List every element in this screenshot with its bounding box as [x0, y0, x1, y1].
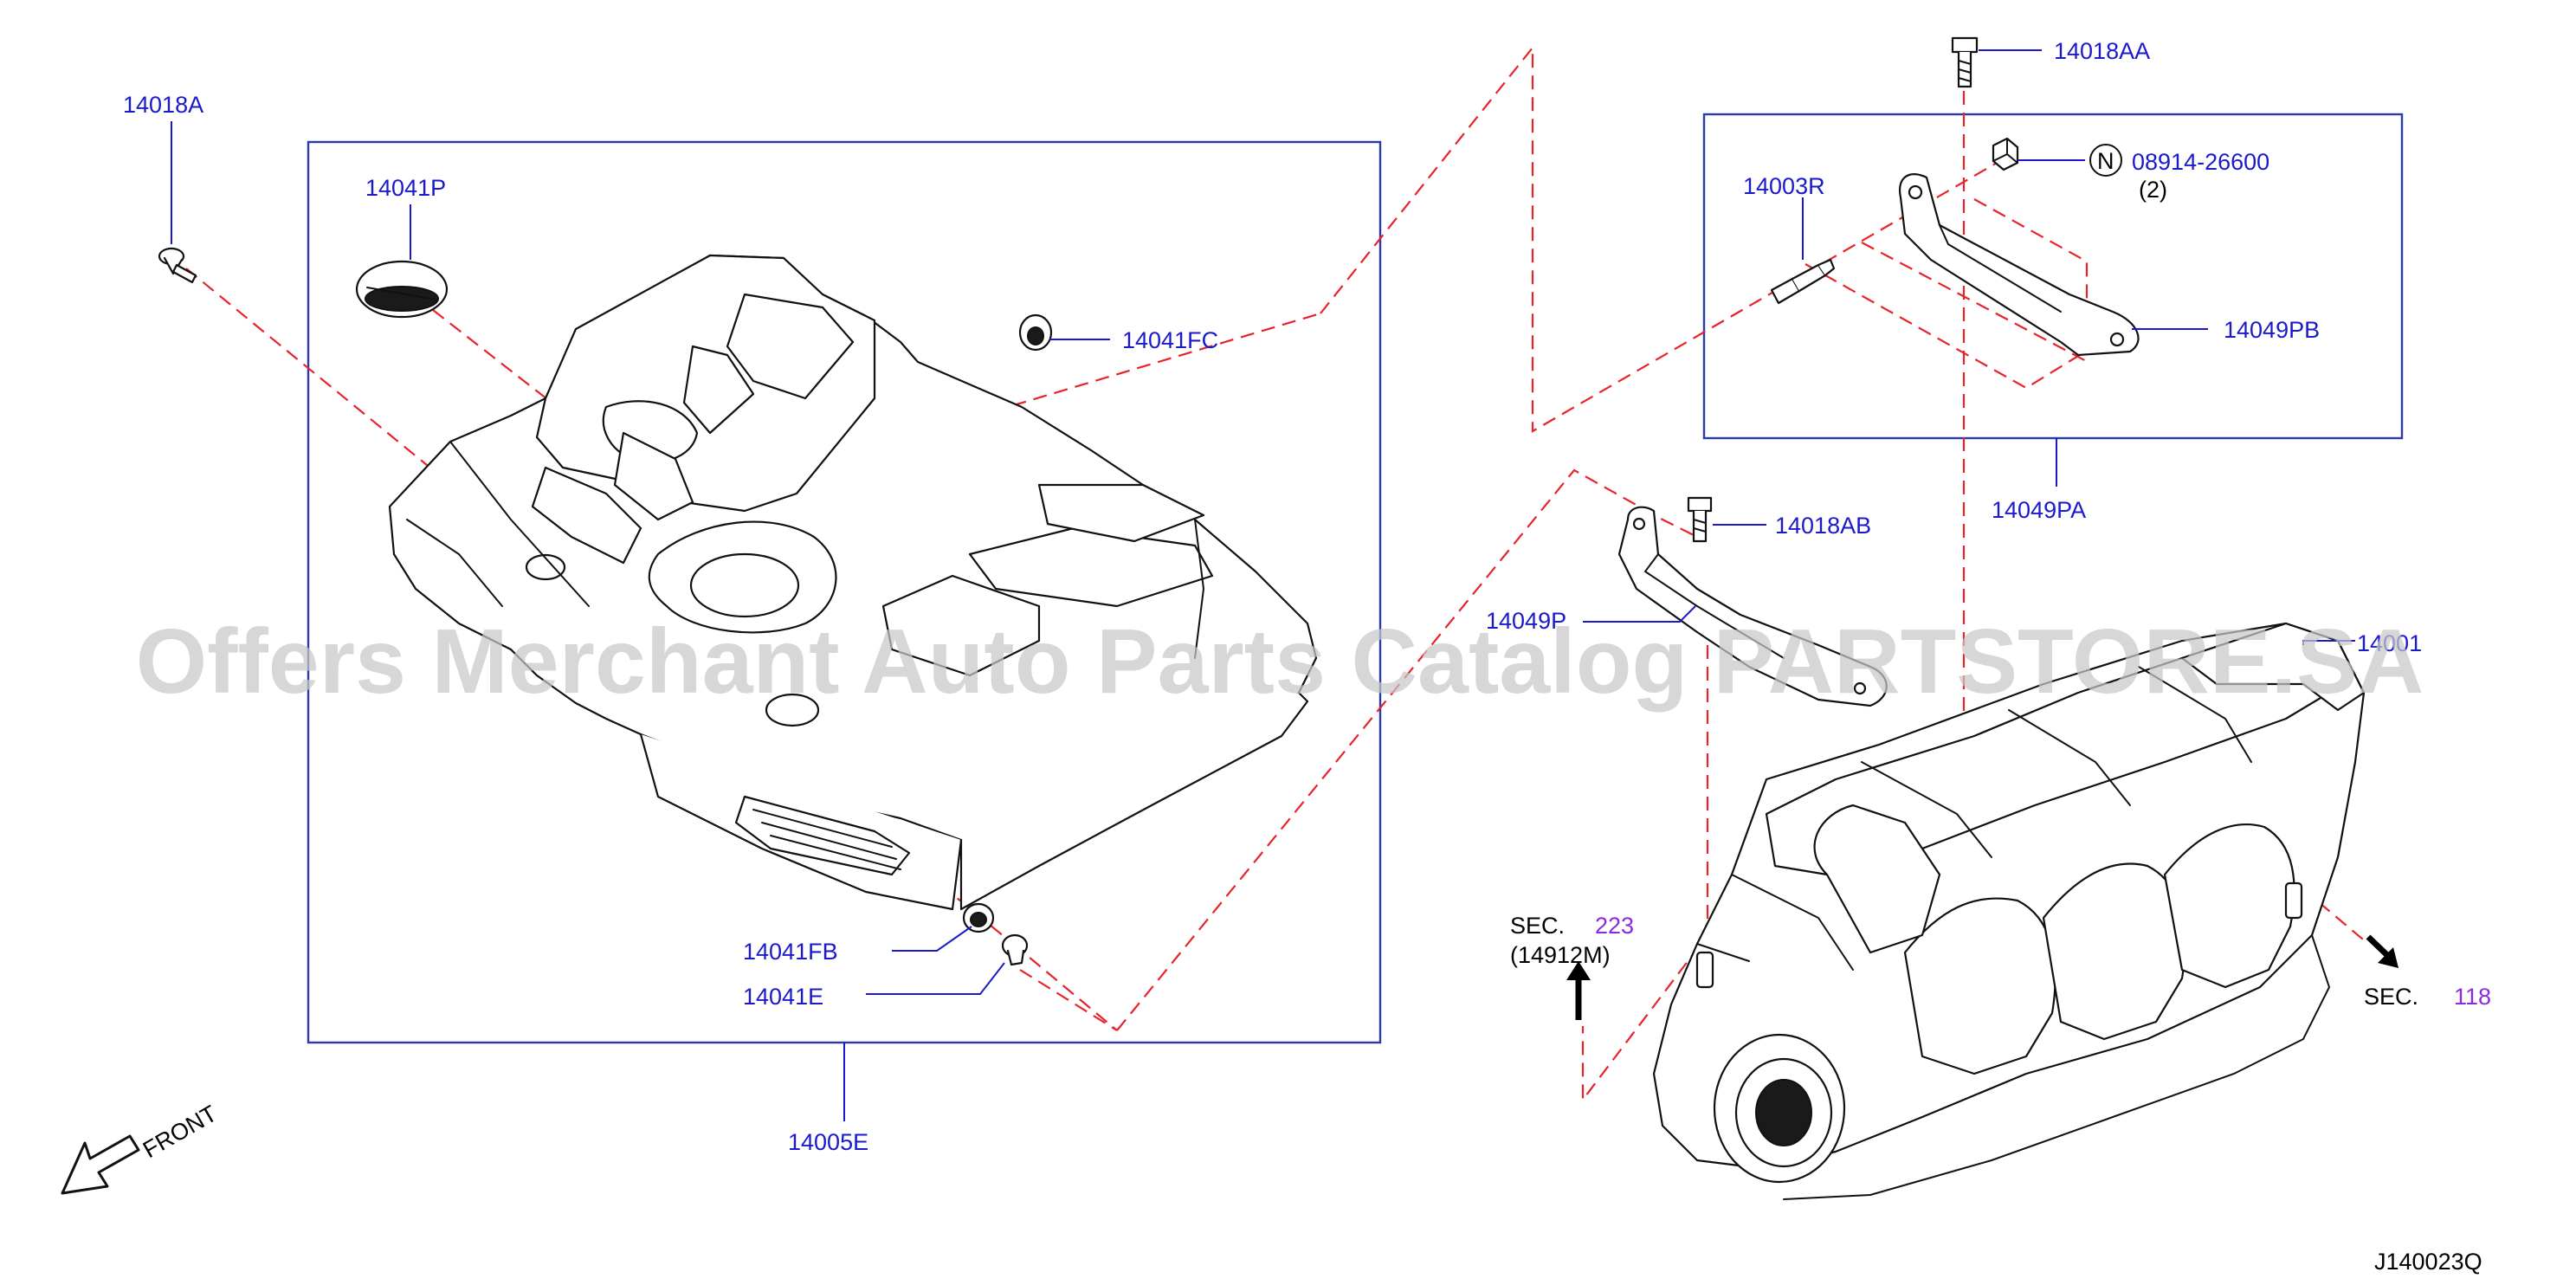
- label-14005E: 14005E: [788, 1129, 868, 1155]
- bracket-14049P: [1617, 506, 1888, 707]
- clip-14041E: [1001, 933, 1029, 966]
- watermark: Offers Merchant Auto Parts Catalog PARTS…: [136, 610, 2424, 713]
- sec-223-arrow: [1566, 961, 1591, 1020]
- label-14049PB: 14049PB: [2224, 317, 2320, 343]
- diagram-code: J140023Q: [2374, 1249, 2482, 1275]
- grommet-14041FB: [962, 902, 995, 933]
- label-14018AB: 14018AB: [1775, 513, 1871, 539]
- label-14041FC: 14041FC: [1122, 327, 1218, 353]
- grommet-14041FC: [1018, 313, 1053, 352]
- intake-manifold-illustration: [1652, 622, 2366, 1200]
- front-label: FRONT: [139, 1101, 222, 1163]
- sec-118-label: SEC.: [2364, 984, 2418, 1010]
- cap-14041P: [355, 260, 449, 319]
- front-arrow-icon: [61, 1134, 140, 1195]
- nut-08914-26600: [1992, 137, 2019, 171]
- label-quantity-2: (2): [2139, 177, 2167, 203]
- sec-223-label: SEC.: [1510, 913, 1565, 939]
- bracket-assembly-frame: [1702, 113, 2404, 440]
- label-14001: 14001: [2357, 630, 2422, 656]
- bolt-14018A: [158, 247, 197, 284]
- engine-cover-illustration: [388, 254, 1318, 911]
- label-14049PA: 14049PA: [1992, 497, 2086, 523]
- leader-lines: [171, 49, 2355, 1121]
- sec-223-number: 223: [1595, 913, 1634, 939]
- label-14003R: 14003R: [1743, 173, 1825, 199]
- nut-symbol-circle: [2089, 144, 2122, 177]
- label-14049P: 14049P: [1486, 608, 1566, 634]
- label-14018AA: 14018AA: [2054, 38, 2150, 64]
- label-08914-26600: 08914-26600: [2132, 149, 2269, 175]
- bolt-14018AA: [1951, 36, 1979, 88]
- label-14018A: 14018A: [123, 92, 203, 118]
- bolt-14018AB: [1687, 496, 1713, 543]
- stud-14003R: [1770, 258, 1836, 305]
- bracket-14049PB: [1898, 173, 2140, 357]
- label-14041E: 14041E: [743, 984, 823, 1010]
- sec-118-number: 118: [2454, 984, 2491, 1010]
- label-nut-symbol: N: [2097, 148, 2114, 174]
- sec-223-sub: (14912M): [1510, 942, 1611, 968]
- label-14041FB: 14041FB: [743, 939, 838, 965]
- sec-118-arrow: [2366, 934, 2398, 968]
- label-14041P: 14041P: [365, 175, 446, 201]
